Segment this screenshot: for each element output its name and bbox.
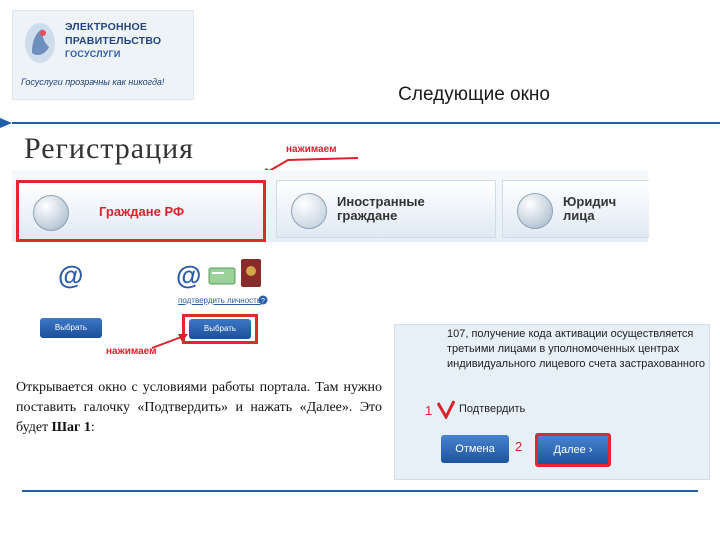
callout-arrow-bottom xyxy=(151,334,188,349)
cancel-button[interactable]: Отмена xyxy=(441,435,509,463)
card-legal-entities[interactable]: Юридич лица xyxy=(502,180,649,238)
help-icon[interactable]: ? xyxy=(258,295,268,305)
card-foreign-citizens[interactable]: Иностранные граждане xyxy=(276,180,496,238)
card-label-line1: Иностранные xyxy=(337,194,425,209)
briefcase-icon xyxy=(517,193,553,229)
emblem-icon xyxy=(25,23,55,63)
step-number-1: 1 xyxy=(425,403,433,418)
card-label-line1: Юридич xyxy=(563,194,617,209)
card-label-line2: граждане xyxy=(337,208,398,223)
consent-panel: 107, получение кода активации осуществля… xyxy=(394,324,710,480)
card-russian-citizens[interactable]: Граждане РФ xyxy=(16,180,266,242)
consent-terms-text: 107, получение кода активации осуществля… xyxy=(447,328,705,370)
citizen-icon xyxy=(33,195,69,231)
snils-card-icon xyxy=(208,267,236,285)
logo-title-line3: ГОСУСЛУГИ xyxy=(65,49,121,59)
instruction-text: Открывается окно с условиями работы порт… xyxy=(16,378,382,438)
email-icon-right: @ xyxy=(176,260,202,290)
identity-confirm-area: @ @ подтвердить личность ? Выбрать Выбра… xyxy=(18,252,300,362)
select-button-confirmed[interactable]: Выбрать xyxy=(189,319,251,339)
confirm-checkbox-label[interactable]: Подтвердить xyxy=(459,403,526,415)
gosuslugi-logo: ЭЛЕКТРОННОЕ ПРАВИТЕЛЬСТВО ГОСУСЛУГИ Госу… xyxy=(12,10,194,100)
logo-title-line2: ПРАВИТЕЛЬСТВО xyxy=(65,35,162,47)
select-highlight xyxy=(182,314,258,344)
instruction-body: Открывается окно с условиями работы порт… xyxy=(16,380,382,435)
select-button-basic[interactable]: Выбрать xyxy=(40,318,102,338)
logo-title-line1: ЭЛЕКТРОННОЕ xyxy=(65,21,148,33)
card-label-line2: лица xyxy=(563,208,595,223)
globe-icon xyxy=(291,193,327,229)
confirm-identity-link[interactable]: подтвердить личность xyxy=(178,296,262,305)
email-icon-left: @ xyxy=(58,260,84,290)
svg-text:?: ? xyxy=(261,298,265,305)
passport-icon xyxy=(241,259,261,287)
callout-press-bottom: нажимаем xyxy=(106,346,157,357)
step-number-2: 2 xyxy=(515,439,523,454)
next-button[interactable]: Далее › xyxy=(535,433,611,467)
footer-divider xyxy=(22,490,698,492)
checkmark-icon[interactable] xyxy=(437,399,455,419)
card-label: Граждане РФ xyxy=(99,204,185,219)
registration-panel: Граждане РФ Иностранные граждане Юридич … xyxy=(12,170,649,242)
registration-title: Регистрация xyxy=(24,132,194,165)
logo-slogan: Госуслуги прозрачны как никогда! xyxy=(21,77,165,87)
callout-press-top: нажимаем xyxy=(286,144,337,155)
instruction-tail: : xyxy=(90,420,95,435)
header-stripe xyxy=(0,118,720,128)
step-label: Шаг 1 xyxy=(51,420,91,435)
slide-title: Следующие окно xyxy=(398,84,550,105)
